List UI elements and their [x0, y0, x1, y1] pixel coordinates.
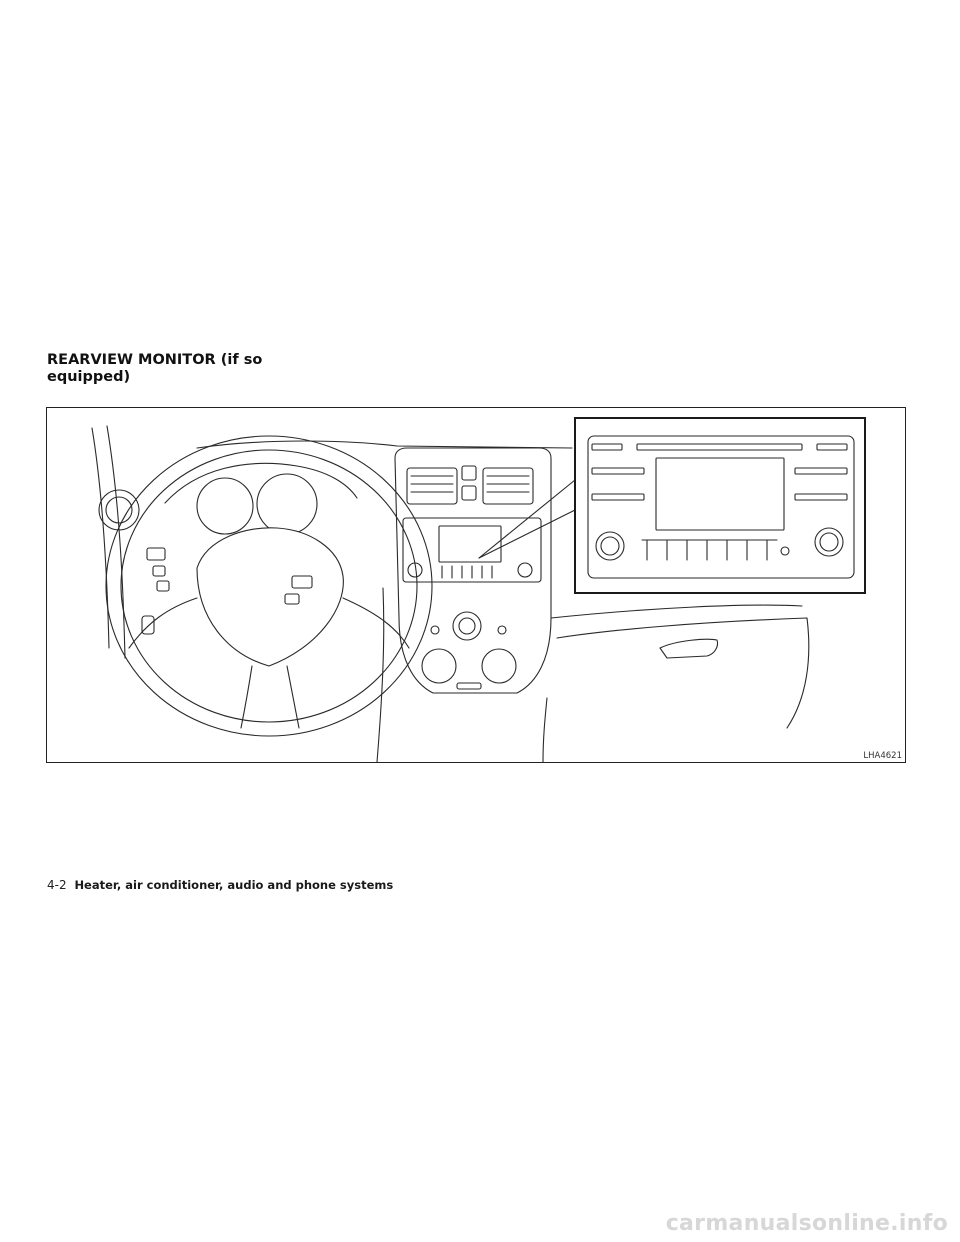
watermark: carmanualsonline.info	[665, 1211, 948, 1236]
section-title: REARVIEW MONITOR (if so equipped)	[47, 352, 263, 385]
dashboard-line-drawing	[91, 417, 866, 762]
chapter-title: Heater, air conditioner, audio and phone…	[74, 878, 394, 892]
page-number: 4-2	[47, 878, 67, 892]
steering-wheel	[105, 435, 433, 737]
page-footer: 4-2 Heater, air conditioner, audio and p…	[47, 878, 393, 892]
dashboard-illustration: LHA4621	[46, 407, 906, 763]
figure-code: LHA4621	[863, 751, 902, 761]
center-stack	[394, 447, 552, 694]
audio-unit-callout	[574, 417, 866, 594]
